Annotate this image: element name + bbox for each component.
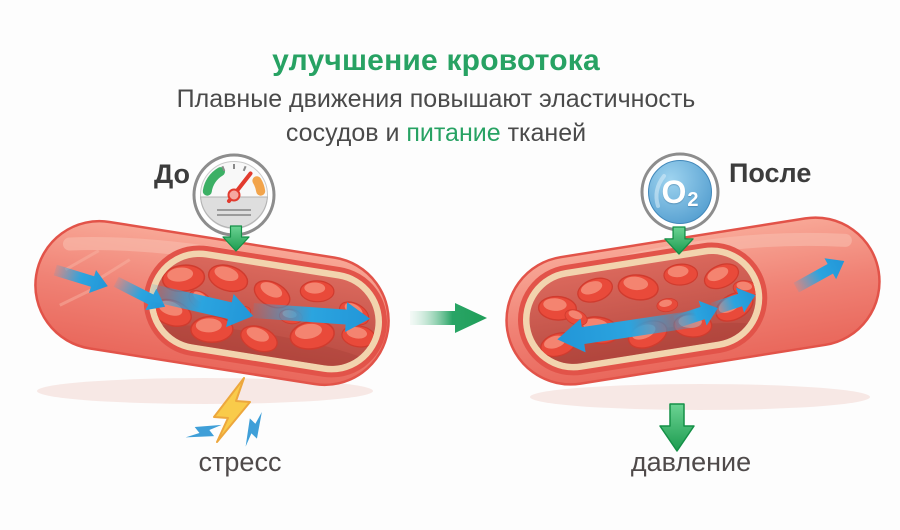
subtitle-line1: Плавные движения повышают эластичность xyxy=(176,85,696,113)
pressure-down-arrow-icon xyxy=(659,403,695,452)
oxygen-icon xyxy=(640,152,720,232)
transition-arrow-icon xyxy=(410,303,487,333)
shadow-after xyxy=(530,384,870,410)
subtitle-line2: сосудов и питание тканей xyxy=(0,119,872,148)
blood-vessel-before xyxy=(34,219,390,387)
o2-symbol: O xyxy=(661,173,687,210)
pressure-gauge-icon xyxy=(192,153,276,237)
o2-subscript: 2 xyxy=(687,188,699,211)
blood-vessel-after xyxy=(505,216,881,386)
page-title: улучшение кровотока xyxy=(272,44,600,77)
pressure-label: давление xyxy=(630,447,752,477)
stress-label: стресс xyxy=(198,447,282,477)
subtitle-line2-post: тканей xyxy=(500,119,587,147)
subtitle-line2-pre: сосудов и xyxy=(285,119,407,147)
spark-icon-left xyxy=(184,412,224,451)
subtitle-highlight-word: питание xyxy=(406,119,501,147)
shadow-before xyxy=(37,378,373,404)
before-label: До xyxy=(153,159,190,189)
after-label: После xyxy=(729,158,812,188)
